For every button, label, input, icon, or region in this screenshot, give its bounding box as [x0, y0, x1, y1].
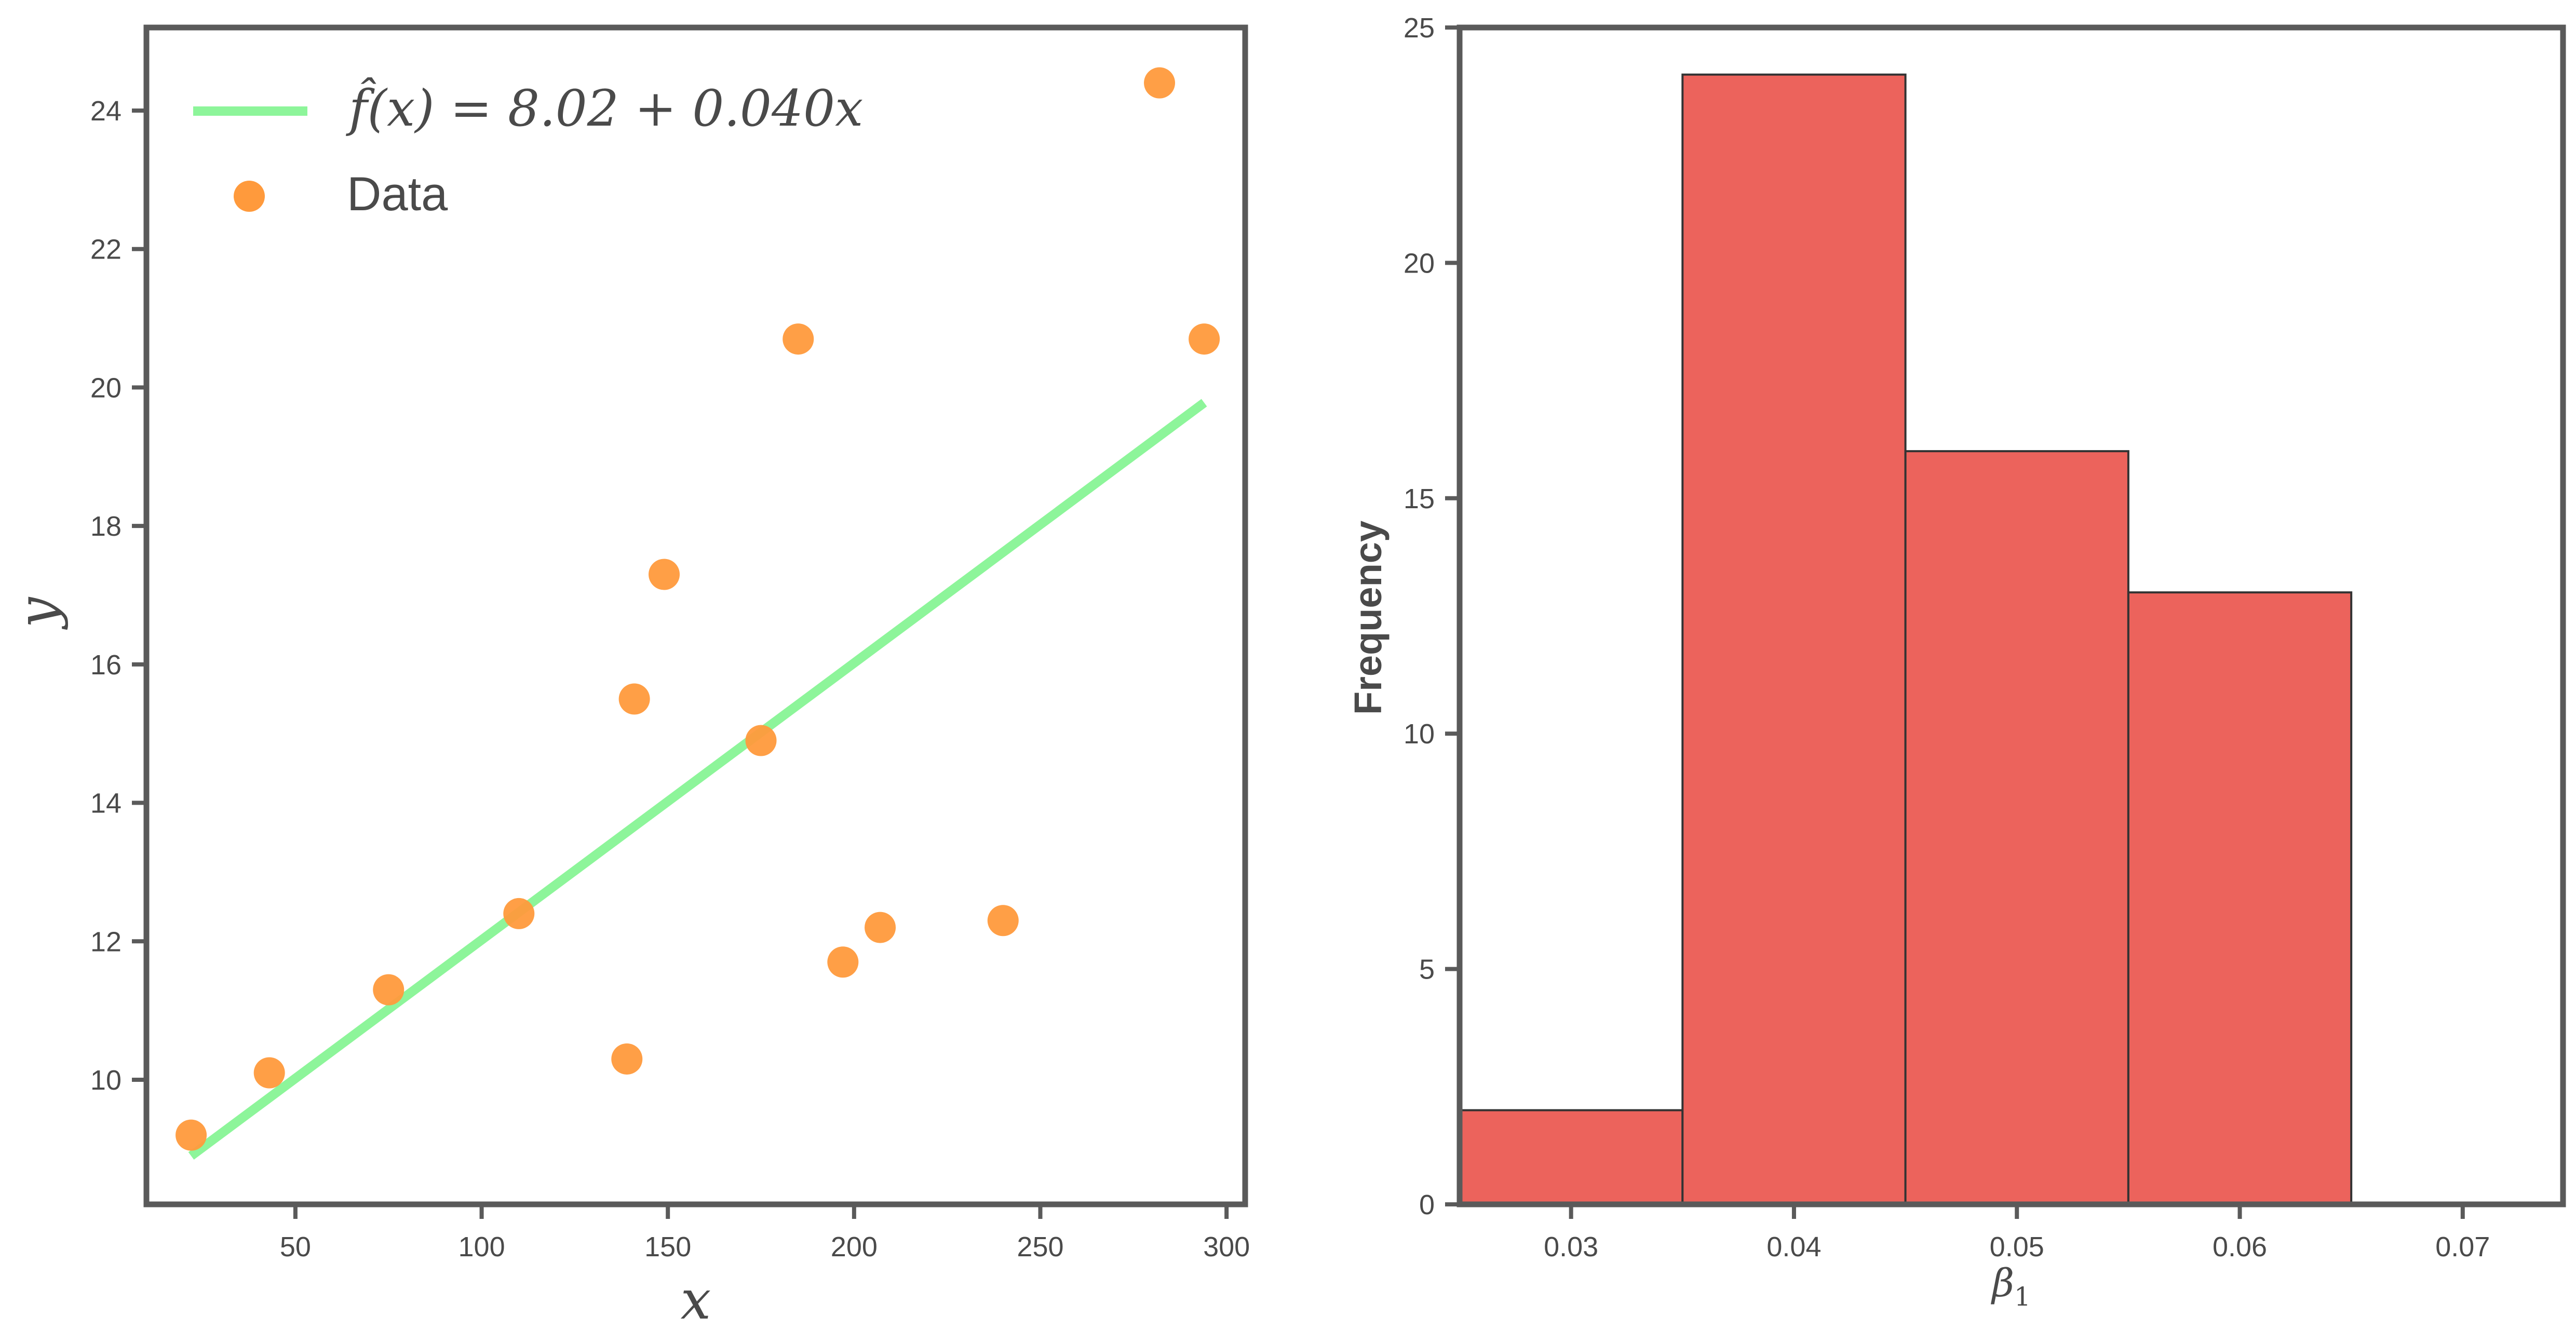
data-point	[649, 559, 680, 590]
y-tick-label: 20	[90, 372, 122, 403]
x-tick-label: 100	[458, 1231, 505, 1262]
x-tick-label: 0.06	[2213, 1231, 2267, 1262]
y-tick-label: 0	[1419, 1189, 1435, 1220]
data-point	[1144, 67, 1176, 99]
y-tick-label: 15	[1404, 483, 1435, 514]
regression-line	[188, 399, 1207, 1160]
y-tick-label: 14	[90, 788, 122, 819]
data-point	[827, 946, 859, 978]
scatter-legend: f̂(x) = 8.02 + 0.040x Data	[193, 77, 863, 221]
data-point	[1189, 323, 1220, 355]
y-tick-label: 10	[90, 1065, 122, 1096]
x-tick-label: 50	[280, 1231, 311, 1262]
data-point	[176, 1119, 207, 1151]
data-point	[987, 905, 1019, 936]
histogram-x-axis-label: β1	[1990, 1261, 2031, 1312]
x-tick-label: 300	[1203, 1231, 1250, 1262]
scatter-plot-panel: 10 12 14 16 18 20 22 24 50 100 150 200 250 300 f̂(x)…	[6, 24, 1250, 1332]
data-point	[253, 1057, 285, 1089]
beta-symbol: β	[1990, 1261, 2014, 1306]
y-tick-label: 22	[90, 234, 122, 265]
data-point	[618, 683, 650, 715]
scatter-plot-frame	[143, 24, 1248, 1207]
beta-subscript: 1	[2014, 1282, 2031, 1312]
histogram-panel: 0 5 10 15 20 25 0.03 0.04 0.05 0.06 0.07 β1 Frequ…	[1346, 12, 2566, 1312]
y-tick-label: 20	[1404, 248, 1435, 279]
histogram-bars-layer	[1459, 73, 2353, 1206]
y-tick-label: 25	[1404, 12, 1435, 44]
histogram-bar	[1681, 73, 1907, 1206]
x-tick-label: 250	[1017, 1231, 1063, 1262]
x-tick-label: 0.04	[1766, 1231, 1821, 1262]
histogram-y-axis-label: Frequency	[1346, 521, 1390, 715]
histogram-bar	[1904, 450, 2129, 1205]
scatter-x-axis-label: x	[681, 1268, 711, 1332]
legend-dot-swatch	[234, 181, 265, 212]
histogram-y-ticks: 0 5 10 15 20 25	[1404, 12, 1460, 1220]
data-point	[373, 974, 404, 1006]
x-tick-label: 0.07	[2435, 1231, 2490, 1262]
y-tick-label: 10	[1404, 718, 1435, 750]
histogram-bar	[1459, 1109, 1684, 1205]
legend-data-label: Data	[347, 168, 448, 221]
x-tick-label: 0.03	[1544, 1231, 1598, 1262]
scatter-x-ticks: 50 100 150 200 250 300	[280, 1204, 1250, 1262]
data-point	[745, 725, 777, 756]
y-tick-label: 24	[90, 96, 122, 127]
data-point	[783, 323, 814, 355]
data-point	[611, 1043, 643, 1075]
data-point	[865, 912, 896, 943]
data-point	[503, 898, 535, 929]
regression-line-layer	[188, 399, 1207, 1160]
y-tick-label: 16	[90, 649, 122, 681]
scatter-y-ticks: 10 12 14 16 18 20 22 24	[90, 96, 146, 1096]
data-points-layer	[176, 67, 1220, 1151]
histogram-frame	[1456, 24, 2566, 1207]
y-tick-label: 5	[1419, 954, 1435, 985]
legend-line-label: f̂(x) = 8.02 + 0.040x	[346, 77, 863, 138]
y-tick-label: 12	[90, 926, 122, 957]
histogram-bar	[2127, 591, 2353, 1205]
x-tick-label: 150	[644, 1231, 691, 1262]
x-tick-label: 0.05	[1990, 1231, 2044, 1262]
x-tick-label: 200	[831, 1231, 878, 1262]
y-tick-label: 18	[90, 511, 122, 542]
scatter-y-axis-label: y	[6, 596, 69, 630]
histogram-x-ticks: 0.03 0.04 0.05 0.06 0.07	[1544, 1204, 2490, 1262]
